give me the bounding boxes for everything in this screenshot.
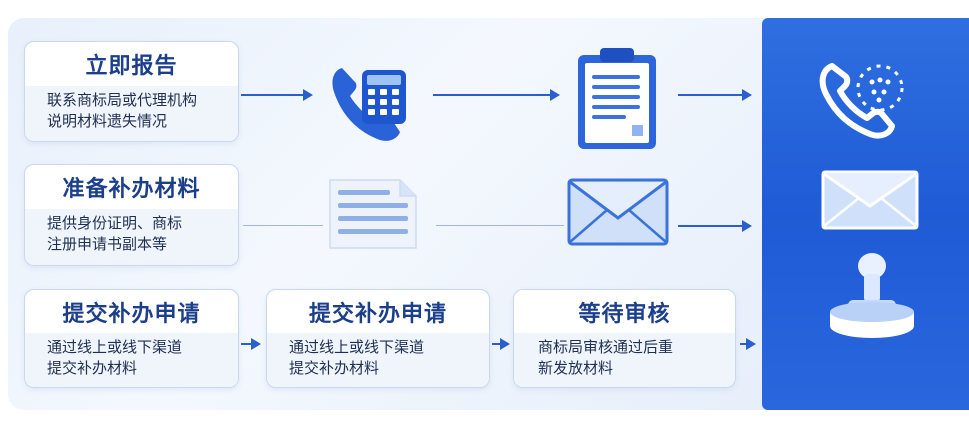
step-card-submit-2: 提交补办申请 通过线上或线下渠道 提交补办材料 <box>266 289 490 388</box>
step-card-report: 立即报告 联系商标局或代理机构 说明材料遗失情况 <box>24 41 239 142</box>
step-title: 准备补办材料 <box>62 177 201 202</box>
document-icon <box>329 179 417 249</box>
flow-arrow <box>740 338 756 350</box>
step-description: 商标局审核通过后重 新发放材料 <box>514 332 735 387</box>
step-title: 提交补办申请 <box>308 302 447 327</box>
step-description: 联系商标局或代理机构 说明材料遗失情况 <box>25 85 238 141</box>
envelope-icon <box>821 170 919 230</box>
flow-arrow <box>241 89 313 101</box>
flow-arrow <box>492 338 510 350</box>
stamp-icon <box>830 253 914 338</box>
step-description: 通过线上或线下渠道 提交补办材料 <box>25 332 238 387</box>
step-card-prepare: 准备补办材料 提供身份证明、商标 注册申请书副本等 <box>24 164 239 266</box>
flow-connector <box>436 225 564 226</box>
flow-arrow <box>433 89 560 101</box>
step-card-review: 等待审核 商标局审核通过后重 新发放材料 <box>513 289 736 388</box>
flow-arrow <box>241 338 261 350</box>
phone-icon <box>819 63 904 139</box>
envelope-icon <box>567 178 669 246</box>
phone-keypad-icon <box>332 68 406 141</box>
clipboard-icon <box>578 48 656 149</box>
step-description: 通过线上或线下渠道 提交补办材料 <box>267 332 489 387</box>
flow-arrow <box>678 89 752 101</box>
step-title: 等待审核 <box>578 302 671 327</box>
step-card-submit-1: 提交补办申请 通过线上或线下渠道 提交补办材料 <box>24 289 239 388</box>
step-title: 立即报告 <box>85 54 178 79</box>
step-title: 提交补办申请 <box>62 302 201 327</box>
flow-connector <box>243 225 323 226</box>
step-description: 提供身份证明、商标 注册申请书副本等 <box>25 209 238 265</box>
flow-arrow <box>678 220 752 232</box>
